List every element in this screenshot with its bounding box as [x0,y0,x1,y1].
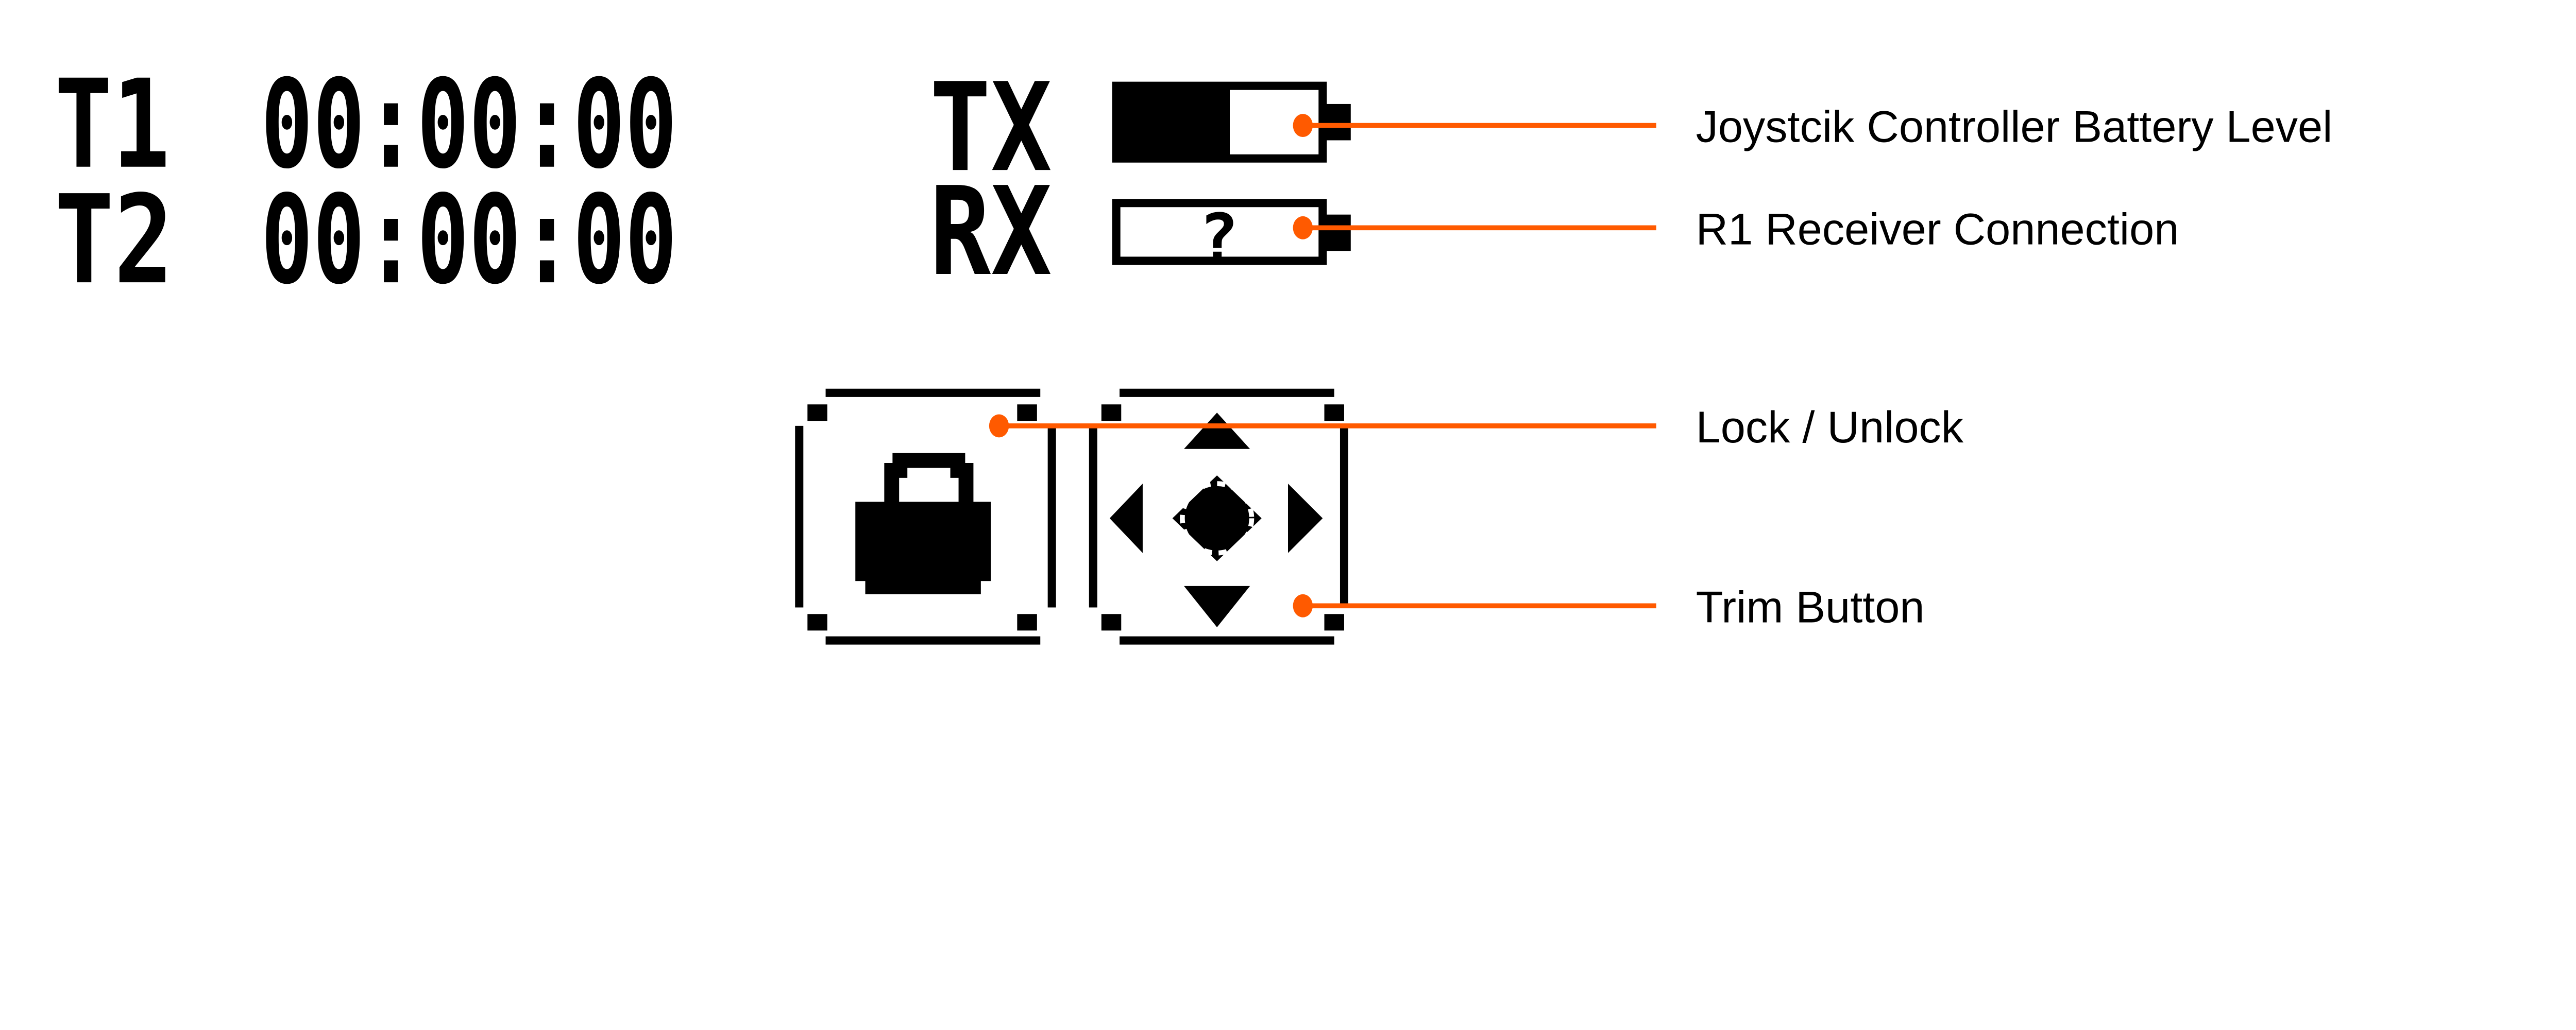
callout-lock: Lock / Unlock [989,403,1964,452]
lcd-diagram: T1 00:00:00 T2 00:00:00 TX RX ? [55,54,2333,645]
timer-2-value: 00:00:00 [261,169,677,311]
trim-down-arrow-icon [1184,586,1250,627]
trim-center-icon [1172,475,1262,561]
lock-icon [855,453,991,594]
rx-label: RX [929,161,1052,303]
callout-tx-battery: Joystcik Controller Battery Level [1293,102,2333,152]
trim-right-arrow-icon [1287,484,1323,553]
tx-label: TX [929,57,1052,199]
timer-2-name: T2 [55,169,174,311]
callout-trim: Trim Button [1293,582,1925,632]
rx-battery-icon: ? [1112,199,1351,277]
timer-1-name: T1 [55,54,170,196]
callout-label-lock: Lock / Unlock [1696,403,1964,452]
rx-status-symbol: ? [1199,200,1239,277]
timer-1-value: 00:00:00 [261,54,677,196]
trim-up-arrow-icon [1184,413,1250,449]
callout-rx-connection: R1 Receiver Connection [1293,204,2179,254]
tx-battery-fill [1116,85,1230,159]
trim-left-arrow-icon [1109,484,1143,553]
dpad-trim-icon [1109,413,1323,627]
callout-label-rx-connection: R1 Receiver Connection [1696,204,2179,254]
lock-button[interactable] [795,388,1056,645]
tx-battery-icon [1112,81,1351,163]
callout-label-tx-battery: Joystcik Controller Battery Level [1696,102,2333,152]
callout-label-trim: Trim Button [1696,582,1925,632]
